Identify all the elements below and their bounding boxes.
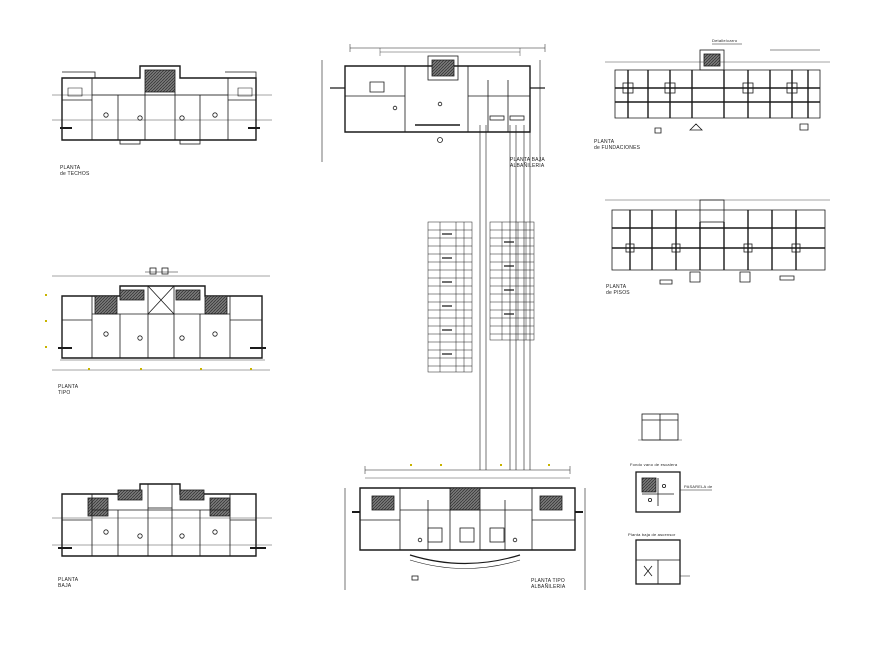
ground-floor-masonry-drawing: [321, 44, 546, 162]
elevator-detail-drawing: [638, 413, 682, 441]
stair-bay-note-label: PASARELA de: [684, 484, 713, 489]
floor-plan-label-line1: PLANTA: [606, 284, 627, 290]
section-connector-lines: [479, 125, 531, 470]
ground-masonry-label: PLANTA BAJA ALBAÑILERIA: [510, 157, 545, 169]
roof-plan-label-line1: PLANTA: [60, 165, 81, 171]
typical-plan-label: PLANTA TIPO: [58, 384, 78, 396]
typical-plan-label-line2: TIPO: [58, 390, 71, 396]
typical-plan-drawing: [52, 267, 270, 371]
detail-callout-label: Detalle/carro: [712, 38, 738, 43]
ground-masonry-label-line1: PLANTA BAJA: [510, 157, 545, 163]
typical-plan-label-line1: PLANTA: [58, 384, 79, 390]
roof-plan-drawing: [52, 65, 272, 145]
floors-plan-drawing: [605, 199, 830, 285]
schedule-table-left: [427, 221, 473, 373]
roof-plan-label: PLANTA de TECHOS: [60, 165, 90, 177]
ground-plan-label: PLANTA BAJA: [58, 577, 78, 589]
typical-masonry-label-line2: ALBAÑILERIA: [531, 584, 566, 590]
floor-plan-label: PLANTA de PISOS: [606, 284, 630, 296]
roof-plan-label-line2: de TECHOS: [60, 171, 90, 177]
foundations-plan-label-line1: PLANTA: [594, 139, 615, 145]
typical-floor-masonry-drawing: [344, 466, 586, 590]
foundations-plan-drawing: [605, 43, 830, 134]
foundations-plan-label-line2: de FUNDACIONES: [594, 145, 641, 151]
elevator-ground-detail-drawing: [635, 539, 690, 585]
ground-masonry-label-line2: ALBAÑILERIA: [510, 163, 545, 169]
foundations-plan-label: PLANTA de FUNDACIONES: [594, 139, 640, 151]
elevator-ground-detail-label: Planta baja de ascensor: [628, 532, 676, 537]
ground-plan-label-line2: BAJA: [58, 583, 72, 589]
ground-plan-drawing: [52, 483, 272, 557]
typical-masonry-label-line1: PLANTA TIPO: [531, 578, 565, 584]
stair-bay-detail-label: Fondo vano de escalera: [630, 462, 678, 467]
typical-masonry-label: PLANTA TIPO ALBAÑILERIA: [531, 578, 565, 590]
schedule-table-right: [489, 221, 535, 341]
typical-masonry-dimension-ticks: [410, 464, 550, 466]
stair-bay-detail-drawing: [635, 471, 712, 513]
ground-plan-label-line1: PLANTA: [58, 577, 79, 583]
typical-plan-dimension-ticks: [45, 294, 252, 370]
floor-plan-label-line2: de PISOS: [606, 290, 630, 296]
